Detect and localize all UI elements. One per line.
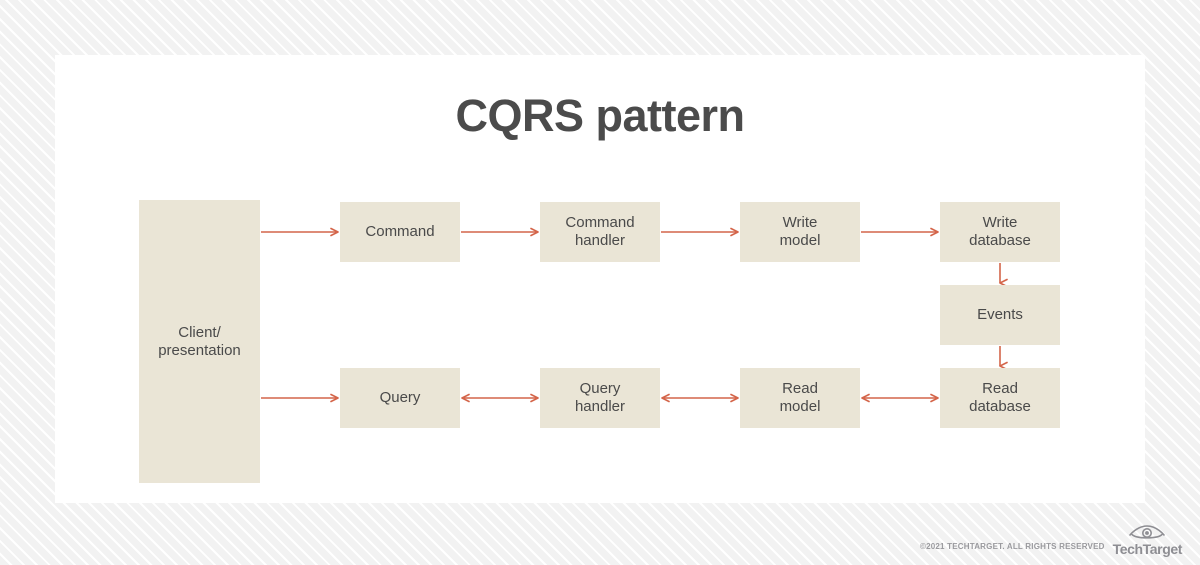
cqrs-flowchart: Client/ presentation Command Command han… <box>55 55 1145 503</box>
node-write-model[interactable]: Write model <box>740 202 860 262</box>
page-title: CQRS pattern <box>455 90 745 141</box>
node-events[interactable]: Events <box>940 285 1060 345</box>
techtarget-wordmark: TechTarget <box>1112 541 1183 557</box>
footer: ©2021 TECHTARGET. ALL RIGHTS RESERVED Te… <box>920 523 1182 557</box>
eye-icon <box>1129 525 1166 539</box>
node-query[interactable]: Query <box>340 368 460 428</box>
node-client-presentation[interactable]: Client/ presentation <box>139 200 260 483</box>
node-write-database[interactable]: Write database <box>940 202 1060 262</box>
node-command-handler[interactable]: Command handler <box>540 202 660 262</box>
node-read-model[interactable]: Read model <box>740 368 860 428</box>
node-command[interactable]: Command <box>340 202 460 262</box>
techtarget-logo: TechTarget <box>1113 523 1182 557</box>
copyright-text: ©2021 TECHTARGET. ALL RIGHTS RESERVED <box>920 542 1105 551</box>
node-read-database[interactable]: Read database <box>940 368 1060 428</box>
content-card: CQRS pattern <box>55 55 1145 503</box>
node-query-handler[interactable]: Query handler <box>540 368 660 428</box>
